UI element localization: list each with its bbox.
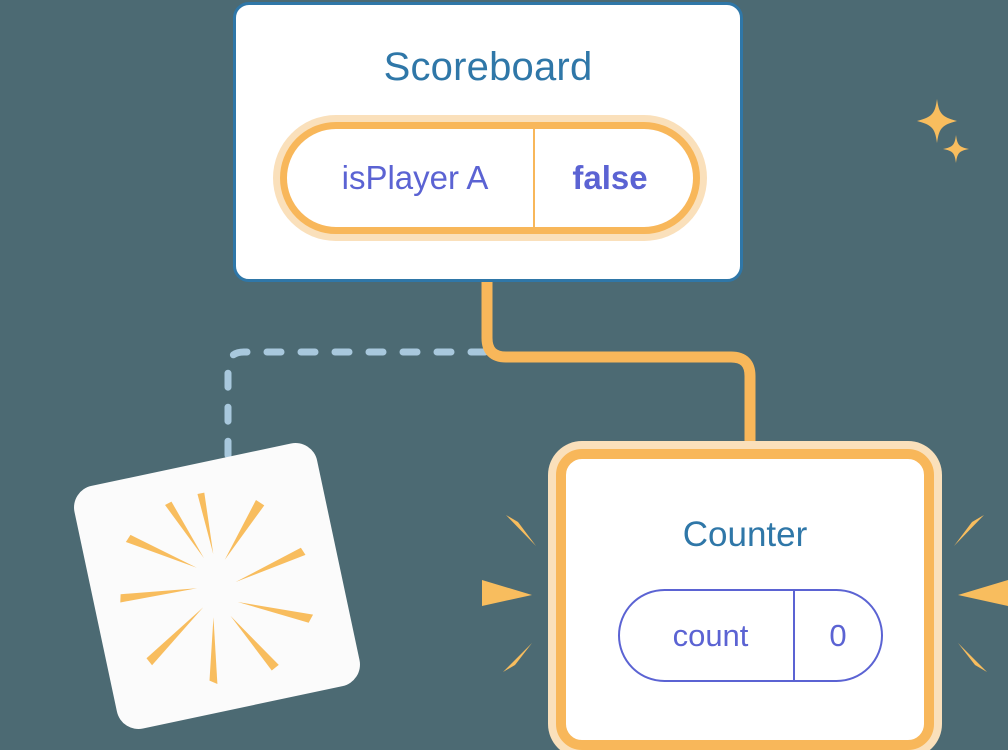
scoreboard-title: Scoreboard — [383, 45, 593, 89]
counter-title: Counter — [682, 515, 808, 554]
scoreboard-card[interactable]: Scoreboard isPlayer A false — [233, 2, 969, 282]
scoreboard-state-key: isPlayer A — [287, 129, 535, 227]
connector-scoreboard-to-counter — [481, 281, 756, 462]
connector-scoreboard-to-blank-card — [224, 348, 489, 466]
counter-card[interactable]: Counter count 0 — [556, 449, 934, 750]
counter-state-value: 0 — [829, 617, 847, 653]
scoreboard-state-pill[interactable]: isPlayer A false — [280, 122, 700, 234]
scoreboard-state-value: false — [572, 159, 648, 196]
counter-state-pill[interactable]: count 0 — [618, 589, 883, 682]
blank-card[interactable] — [69, 438, 365, 734]
counter-state-key: count — [620, 591, 795, 680]
